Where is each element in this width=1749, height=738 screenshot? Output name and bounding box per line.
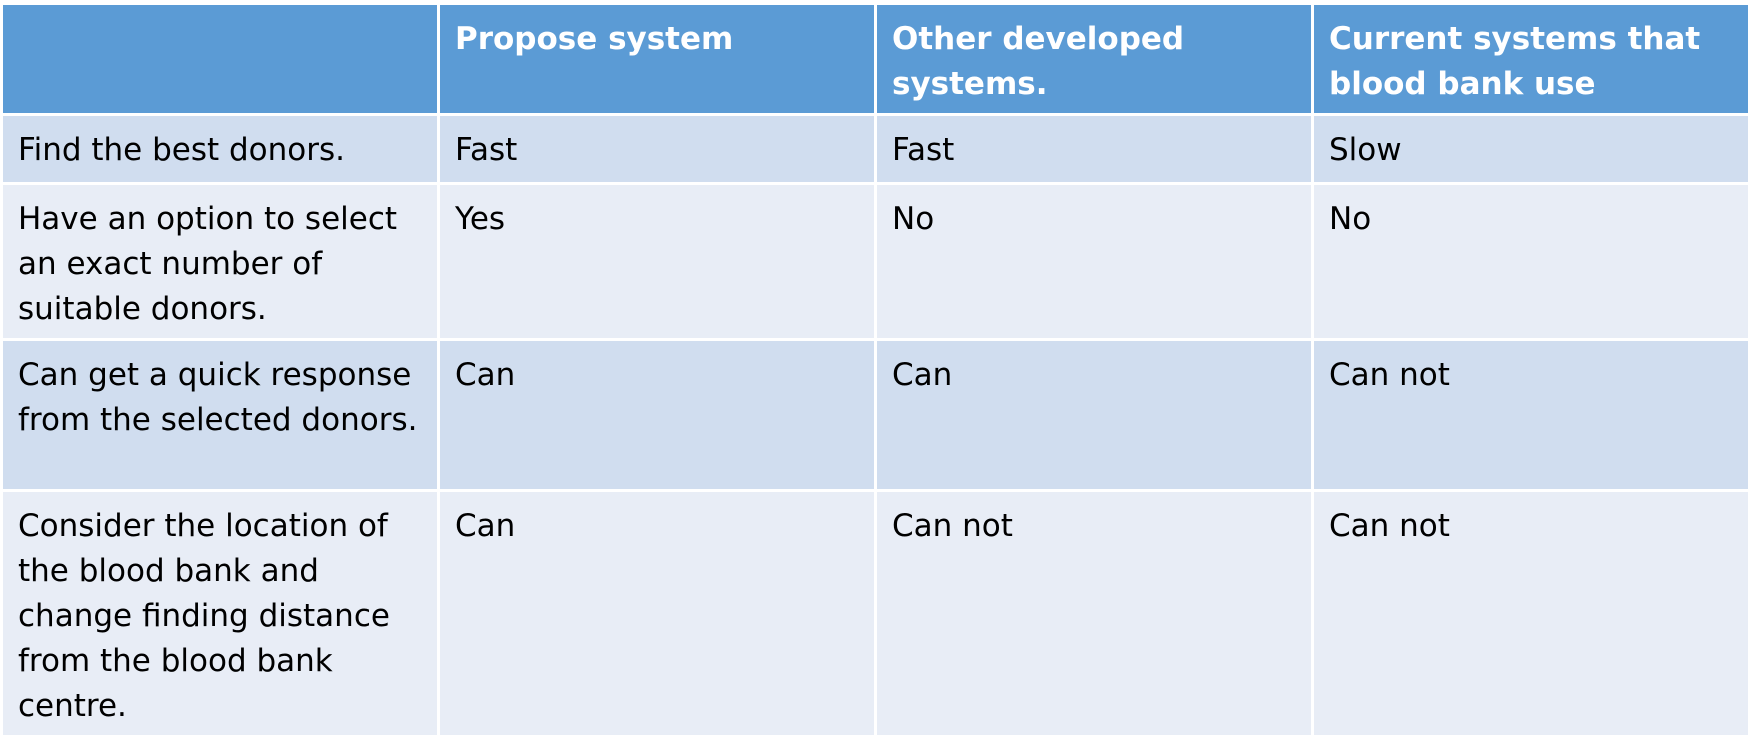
row-label-cell: Can get a quick response from the select… <box>3 341 437 489</box>
table-cell: Slow <box>1314 116 1748 182</box>
header-cell-empty <box>3 5 437 113</box>
table-cell: No <box>877 185 1311 338</box>
table-cell: No <box>1314 185 1748 338</box>
table-cell: Can <box>440 341 874 489</box>
table-cell: Fast <box>440 116 874 182</box>
table-cell: Can <box>440 492 874 735</box>
table-cell: Yes <box>440 185 874 338</box>
table-row: Have an option to select an exact number… <box>3 185 1748 338</box>
table-cell: Can not <box>1314 492 1748 735</box>
table-row: Can get a quick response from the select… <box>3 341 1748 489</box>
table-cell: Can <box>877 341 1311 489</box>
row-label-cell: Consider the location of the blood bank … <box>3 492 437 735</box>
table-row: Consider the location of the blood bank … <box>3 492 1748 735</box>
header-cell-propose-system: Propose system <box>440 5 874 113</box>
header-cell-other-systems: Other developed systems. <box>877 5 1311 113</box>
row-label-cell: Find the best donors. <box>3 116 437 182</box>
table-row: Find the best donors. Fast Fast Slow <box>3 116 1748 182</box>
row-label-cell: Have an option to select an exact number… <box>3 185 437 338</box>
header-cell-current-systems: Current systems that blood bank use <box>1314 5 1748 113</box>
table-header-row: Propose system Other developed systems. … <box>3 5 1748 113</box>
table-cell: Can not <box>877 492 1311 735</box>
table-cell: Can not <box>1314 341 1748 489</box>
table-cell: Fast <box>877 116 1311 182</box>
